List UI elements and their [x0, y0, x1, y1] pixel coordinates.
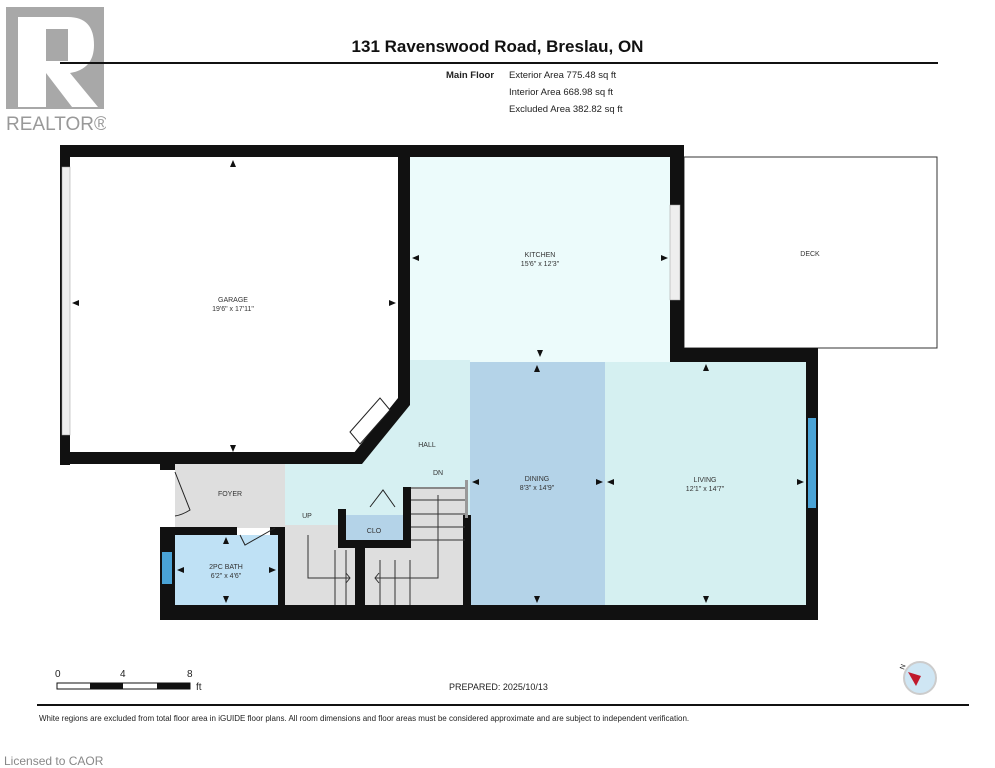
living-area: [605, 362, 806, 605]
bath-dims: 6'2" x 4'6": [211, 573, 242, 580]
footer-divider: [37, 704, 969, 706]
closet-label: CLO: [367, 528, 382, 535]
garage-window: [61, 166, 71, 436]
stairs-down-label: DN: [433, 470, 443, 477]
dimension-markers: [72, 160, 804, 603]
scale-tick-4: 4: [120, 669, 126, 680]
svg-text:N: N: [899, 664, 907, 671]
doors: [174, 397, 396, 546]
foyer-area: [175, 464, 285, 528]
scale-tick-8: 8: [187, 669, 193, 680]
living-window: [808, 418, 816, 508]
living-dims: 12'1" x 14'7": [686, 486, 725, 493]
hall-label: HALL: [418, 442, 436, 449]
excluded-area: Excluded Area 382.82 sq ft: [509, 104, 623, 115]
kitchen-dims: 15'6" x 12'3": [521, 261, 560, 268]
prepared-date: PREPARED: 2025/10/13: [449, 682, 548, 692]
scale-unit: ft: [196, 682, 202, 693]
dining-area: [470, 362, 605, 605]
garage-dims: 19'6" x 17'11": [212, 306, 254, 313]
disclaimer-text: White regions are excluded from total fl…: [39, 714, 690, 723]
kitchen-window: [669, 204, 681, 301]
license-text: Licensed to CAOR: [4, 754, 104, 768]
scale-tick-0: 0: [55, 669, 61, 680]
svg-text:REALTOR®: REALTOR®: [6, 114, 106, 133]
property-address-title: 131 Ravenswood Road, Breslau, ON: [351, 37, 644, 56]
dining-label: DINING: [525, 476, 550, 483]
kitchen-area: [410, 157, 670, 362]
header-divider: [60, 62, 938, 64]
floor-label: Main Floor: [446, 70, 495, 81]
bath-area: [175, 535, 278, 605]
deck-label: DECK: [800, 251, 820, 258]
dining-dims: 8'3" x 14'9": [520, 485, 555, 492]
kitchen-label: KITCHEN: [525, 252, 556, 259]
living-label: LIVING: [694, 477, 717, 484]
stairs-up-label: UP: [302, 513, 312, 520]
foyer-label: FOYER: [218, 491, 242, 498]
interior-area: Interior Area 668.98 sq ft: [509, 87, 614, 98]
bath-label: 2PC BATH: [209, 564, 243, 571]
realtor-logo: REALTOR®: [6, 7, 106, 133]
exterior-area: Exterior Area 775.48 sq ft: [509, 70, 617, 81]
deck-outline: [683, 156, 938, 349]
scale-bar: [56, 682, 191, 690]
stair-treads: [307, 487, 465, 605]
bath-window: [162, 552, 172, 584]
compass-icon: N: [899, 661, 937, 695]
garage-label: GARAGE: [218, 297, 248, 304]
